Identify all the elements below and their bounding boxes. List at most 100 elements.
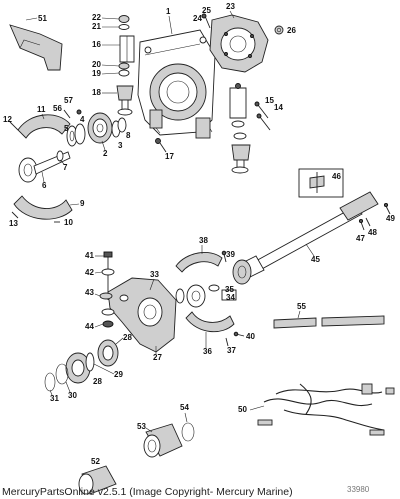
part-39-screw [221,250,227,263]
callout-44: 44 [85,322,94,331]
callout-19: 19 [92,69,101,78]
part-15-14-bolts [254,101,271,131]
callout-53: 53 [137,422,146,431]
callout-46: 46 [332,172,341,181]
part-13-10-screws [11,211,60,223]
callout-56: 56 [53,104,62,113]
callout-7: 7 [63,163,68,172]
callout-26: 26 [287,26,296,35]
callout-51: 51 [38,14,47,23]
callout-20: 20 [92,60,101,69]
callout-29: 29 [114,370,123,379]
part-32-seal [175,288,185,304]
part-47-48-49-grease-fittings [358,202,391,231]
part-23-flange-plate [209,14,269,73]
callout-45: 45 [311,255,320,264]
part-3-8-rings [111,117,127,138]
part-11-cover [17,114,71,139]
callout-2: 2 [103,149,108,158]
part-36-lower-strap [185,311,235,333]
part-53-hose-adapter [143,423,183,458]
part-20-19-nut-washer [118,62,130,77]
part-4-5-seals [66,123,86,147]
part-30-31-snap-rings [44,363,69,392]
callout-24: 24 [193,14,202,23]
callout-21: 21 [92,22,101,31]
footer-copyright: MercuryPartsOnline v2.5.1 (Image Copyrig… [2,486,293,498]
callout-49: 49 [386,214,395,223]
callout-18: 18 [92,88,101,97]
callout-4: 4 [80,115,85,124]
part-17-bolt [155,138,167,153]
part-28-bearing [97,339,119,367]
part-46-u-joint-inset [298,168,344,198]
callout-9: 9 [80,199,85,208]
callout-55: 55 [297,302,306,311]
callout-30: 30 [68,391,77,400]
callout-12: 12 [3,115,12,124]
callout-36: 36 [203,347,212,356]
part-38-upper-strap [175,251,223,273]
part-22-21-nut-washer [118,15,130,30]
part-2-bearing-carrier [87,112,113,144]
callout-27: 27 [153,353,162,362]
callout-5: 5 [64,124,69,133]
callout-1: 1 [166,7,171,16]
callout-23: 23 [226,2,235,11]
part-41-bolt [103,251,113,300]
callout-38: 38 [199,236,208,245]
callout-52: 52 [91,457,100,466]
part-45-driveshaft [232,191,379,285]
part-50-wiring-harness [257,383,395,436]
callout-6: 6 [42,181,47,190]
part-12-screw [9,121,19,131]
callout-40: 40 [246,332,255,341]
callout-10: 10 [64,218,73,227]
callout-22: 22 [92,13,101,22]
part-52-hose-fitting [78,465,117,495]
callout-33: 33 [150,270,159,279]
callout-15: 15 [265,96,274,105]
callout-57: 57 [64,96,73,105]
callout-39: 39 [226,250,235,259]
part-26-nut [274,25,284,35]
part-56-57-fasteners [63,109,82,119]
part-51-shield-panel [9,24,63,71]
callout-8: 8 [126,131,131,140]
part-54-clamp [181,422,195,442]
callout-25: 25 [202,6,211,15]
part-24-25-screws [201,13,211,29]
part-37-40-screws [225,331,245,347]
part-16-bracket [119,35,135,63]
callout-37: 37 [227,346,236,355]
callout-17: 17 [165,152,174,161]
part-9-lower-cover [13,195,73,220]
callout-41: 41 [85,251,94,260]
callout-34: 34 [226,293,235,302]
callout-48: 48 [368,228,377,237]
callout-47: 47 [356,234,365,243]
callout-3: 3 [118,141,123,150]
callout-43: 43 [85,288,94,297]
part-35-34-bearing [186,284,237,308]
callout-35: 35 [225,285,234,294]
callout-14: 14 [274,103,283,112]
part-right-bracket-and-mount [229,83,251,174]
callout-28: 28 [123,333,132,342]
callout-54: 54 [180,403,189,412]
callout-50: 50 [238,405,247,414]
diagram-number: 33980 [347,485,370,494]
part-6-coupler-shaft [18,150,71,183]
callout-11: 11 [37,105,46,114]
part-29-seal [85,352,95,372]
callout-28b: 28 [93,377,102,386]
callout-31: 31 [50,394,59,403]
part-18-motor-mount [116,85,134,116]
callout-42: 42 [85,268,94,277]
part-1-drive-housing [137,29,216,139]
callout-16: 16 [92,40,101,49]
part-27-mounting-bracket [107,277,177,353]
callout-13: 13 [9,219,18,228]
part-42-43-44-washers-nut [99,268,115,328]
